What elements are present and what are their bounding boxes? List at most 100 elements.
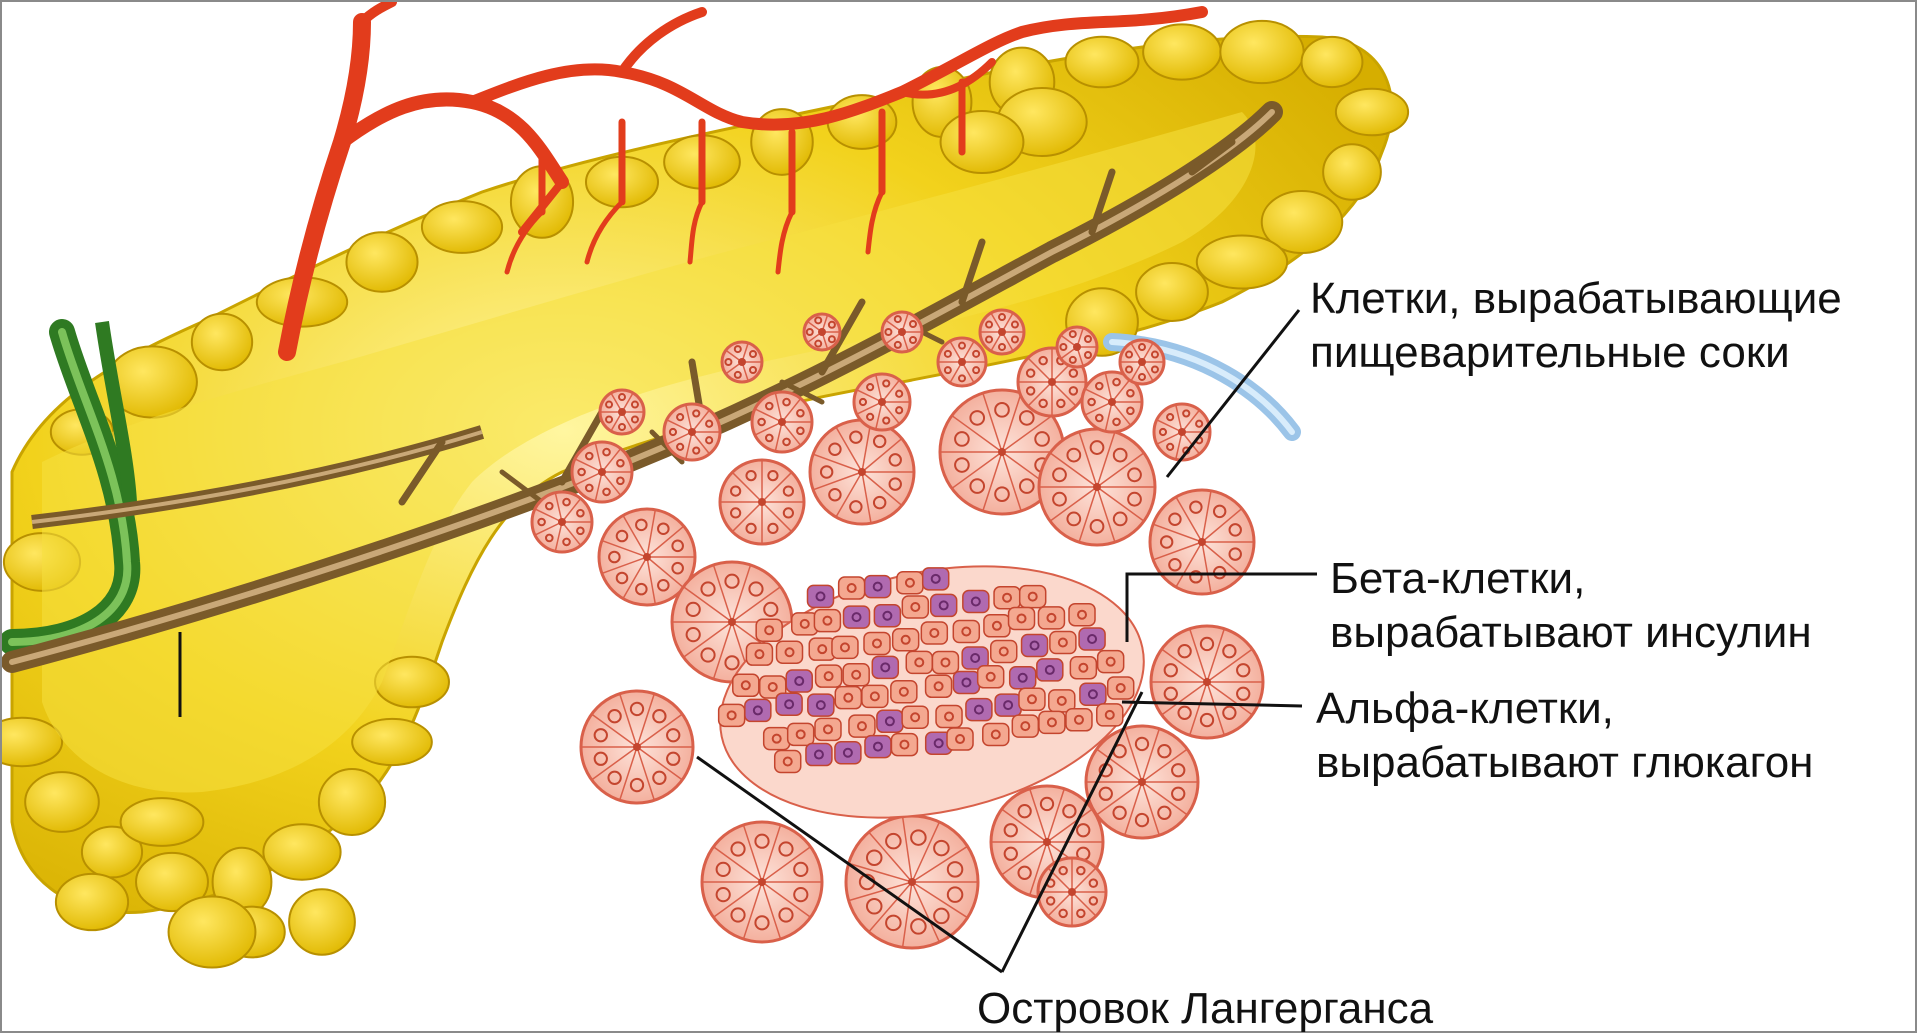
lobule — [422, 201, 502, 253]
lobule — [1220, 21, 1303, 83]
beta-cell — [891, 681, 917, 703]
label-acinar-cells: Клетки, вырабатывающие пищеварительные с… — [1310, 272, 1842, 380]
alpha-cell — [808, 694, 834, 716]
beta-cell — [1070, 657, 1096, 679]
label-beta-cells: Бета-клетки, вырабатывают инсулин — [1330, 552, 1812, 660]
acinus — [804, 314, 840, 350]
lobule — [56, 874, 128, 930]
label-beta-line2: вырабатывают инсулин — [1330, 606, 1812, 660]
beta-cell — [849, 715, 875, 737]
beta-cell — [984, 615, 1010, 637]
beta-cell — [1066, 709, 1092, 731]
beta-cell — [994, 587, 1020, 609]
beta-cell — [814, 610, 840, 632]
lobule — [1066, 37, 1139, 88]
acinus — [854, 374, 910, 430]
label-beta-line1: Бета-клетки, — [1330, 552, 1812, 606]
beta-cell — [864, 632, 890, 654]
alpha-cell — [835, 742, 861, 764]
beta-cell — [902, 706, 928, 728]
alpha-cell — [1080, 683, 1106, 705]
acinus — [938, 338, 986, 386]
beta-cell — [991, 641, 1017, 663]
acinus — [532, 492, 592, 552]
beta-cell — [777, 641, 803, 663]
alpha-cell — [844, 606, 870, 628]
beta-cell — [775, 751, 801, 773]
lobule — [192, 314, 252, 370]
beta-cell — [953, 620, 979, 642]
alpha-cell — [923, 568, 949, 590]
lobule — [263, 824, 340, 880]
lobule — [121, 798, 204, 846]
lobule — [169, 896, 256, 967]
alpha-cell — [806, 744, 832, 766]
acinus — [1150, 490, 1254, 594]
lobule — [1143, 24, 1221, 79]
alpha-cell — [995, 694, 1021, 716]
beta-cell — [1009, 607, 1035, 629]
alpha-cell — [874, 605, 900, 627]
alpha-cell — [931, 594, 957, 616]
beta-cell — [932, 651, 958, 673]
beta-cell — [815, 718, 841, 740]
beta-cell — [1050, 632, 1076, 654]
beta-cell — [746, 643, 772, 665]
beta-cell — [832, 636, 858, 658]
alpha-cell — [786, 670, 812, 692]
beta-cell — [947, 728, 973, 750]
acinus — [1151, 626, 1263, 738]
beta-cell — [756, 619, 782, 641]
beta-cell — [1098, 651, 1124, 673]
beta-cell — [788, 723, 814, 745]
alpha-cell — [776, 693, 802, 715]
beta-cell — [1038, 607, 1064, 629]
beta-cell — [926, 675, 952, 697]
acinus — [810, 420, 914, 524]
beta-cell — [843, 664, 869, 686]
acinus — [1057, 327, 1097, 367]
lobule — [25, 772, 99, 832]
beta-cell — [983, 724, 1009, 746]
label-acinar-line2: пищеварительные соки — [1310, 326, 1842, 380]
acinus — [980, 310, 1024, 354]
acinus — [1039, 429, 1155, 545]
acinus — [664, 404, 720, 460]
beta-cell — [1069, 604, 1095, 626]
acinus — [722, 342, 762, 382]
alpha-cell — [1010, 667, 1036, 689]
acinus — [572, 442, 632, 502]
beta-cell — [936, 706, 962, 728]
lobule — [319, 769, 385, 835]
beta-cell — [835, 687, 861, 709]
beta-cell — [897, 572, 923, 594]
lobule — [1197, 235, 1287, 288]
alpha-cell — [1022, 635, 1048, 657]
lobule — [346, 232, 417, 291]
alpha-cell — [963, 590, 989, 612]
acinus — [1038, 858, 1106, 926]
acinus — [1120, 340, 1164, 384]
acinus — [1086, 726, 1198, 838]
acinus — [702, 822, 822, 942]
alpha-cell — [1037, 659, 1063, 681]
beta-cell — [1020, 586, 1046, 608]
lobule — [352, 719, 432, 765]
beta-cell — [862, 685, 888, 707]
label-acinar-line1: Клетки, вырабатывающие — [1310, 272, 1842, 326]
beta-cell — [733, 674, 759, 696]
alpha-cell — [745, 699, 771, 721]
beta-cell — [921, 622, 947, 644]
label-alpha-line2: вырабатывают глюкагон — [1316, 736, 1813, 790]
beta-cell — [978, 666, 1004, 688]
beta-cell — [893, 629, 919, 651]
beta-cell — [1012, 715, 1038, 737]
alpha-cell — [865, 736, 891, 758]
beta-cell — [891, 734, 917, 756]
beta-cell — [1108, 677, 1134, 699]
beta-cell — [764, 728, 790, 750]
acinus — [882, 312, 922, 352]
alpha-cell — [953, 671, 979, 693]
